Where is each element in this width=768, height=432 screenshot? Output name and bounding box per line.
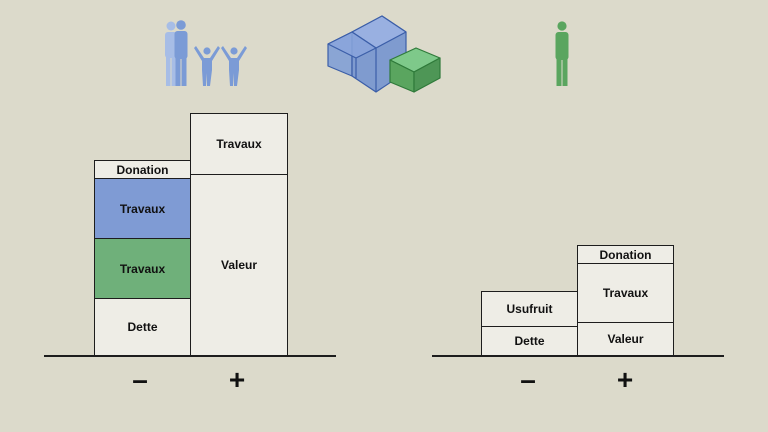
left-baseline [44,355,336,357]
left-plus-valeur-block: Valeur [190,174,288,356]
left-plus-sign: + [228,364,246,395]
right-baseline [432,355,724,357]
right-plus-sign: + [616,364,634,395]
right-plus-valeur-block: Valeur [577,322,674,356]
right-minus-sign: – [520,364,536,395]
right-minus-usufruit-block: Usufruit [481,291,578,327]
right-donation-label: Donation [599,247,652,262]
left-minus-sign: – [132,364,148,395]
right-dette-label: Dette [514,334,545,348]
family-icon [165,20,247,86]
right-travaux-label: Travaux [602,286,649,300]
left-travaux-blue-label: Travaux [119,201,166,216]
right-minus-dette-block: Dette [481,326,578,356]
left-minus-dette-block: Dette [94,298,191,356]
left-valeur-label: Valeur [220,258,258,272]
right-plus-travaux-block: Travaux [577,263,674,323]
left-plus-travaux-block: Travaux [190,113,288,175]
right-valeur-label: Valeur [607,332,644,346]
building-icon [327,15,441,93]
person-icon [555,21,569,86]
left-travaux-green-label: Travaux [119,261,166,276]
left-donation-label: Donation [116,162,169,177]
right-usufruit-label: Usufruit [506,302,553,316]
left-plus-travaux-label: Travaux [216,137,262,151]
right-plus-donation-block: Donation [577,245,674,264]
left-minus-travaux-green-block: Travaux [94,238,191,299]
left-minus-travaux-blue-block: Travaux [94,178,191,239]
left-minus-donation-block: Donation [94,160,191,179]
left-dette-label: Dette [127,320,158,334]
